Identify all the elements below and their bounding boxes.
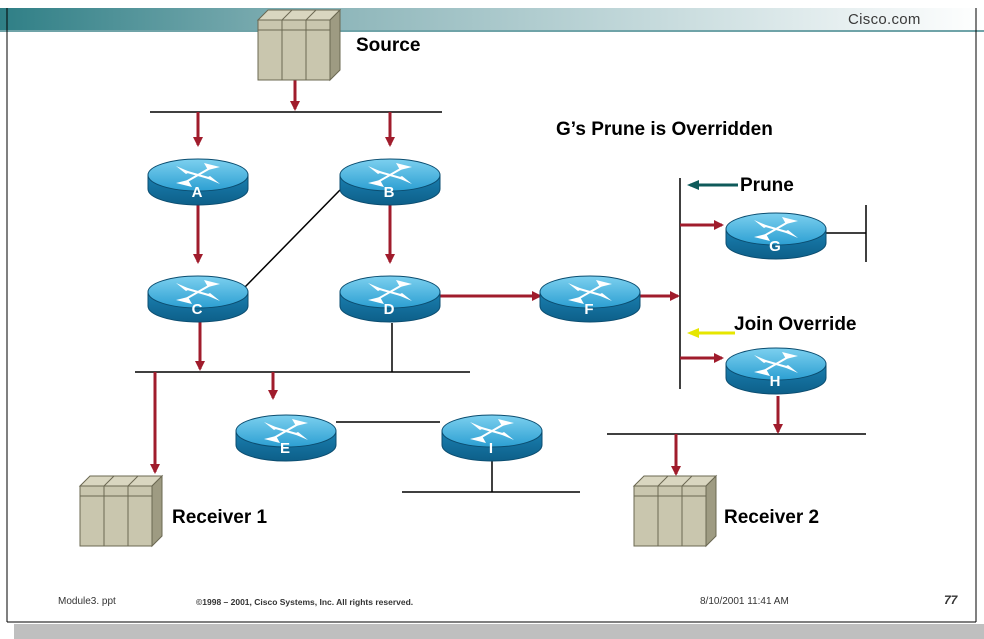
- router-g-icon: [725, 212, 827, 260]
- footer-copyright: ©1998 – 2001, Cisco Systems, Inc. All ri…: [196, 597, 414, 607]
- router-a-label: A: [191, 184, 203, 201]
- router-e-label: E: [279, 440, 290, 457]
- router-f-label: F: [584, 301, 594, 318]
- router-c-icon: [147, 275, 249, 323]
- source-label: Source: [356, 35, 421, 56]
- router-f-icon: [539, 275, 641, 323]
- header-bar: [0, 8, 984, 32]
- router-h-label: H: [769, 373, 781, 390]
- router-i-icon: [441, 414, 543, 462]
- source-server-icon: [256, 8, 342, 82]
- router-g-label: G: [769, 238, 781, 255]
- receiver1-label: Receiver 1: [172, 507, 268, 528]
- router-e-icon: [235, 414, 337, 462]
- router-a-icon: [147, 158, 249, 206]
- slide-frame: [6, 8, 984, 639]
- receiver2-server-icon: [632, 474, 718, 548]
- router-c-label: C: [191, 301, 203, 318]
- multicast-flow-arrows: [150, 80, 783, 476]
- network-links: [135, 111, 867, 493]
- diagram-title: G’s Prune is Overridden: [556, 119, 773, 140]
- router-h-icon: [725, 347, 827, 395]
- router-d-label: D: [383, 301, 395, 318]
- footer-filename: Module3. ppt: [58, 596, 116, 607]
- footer-date: 8/10/2001 11:41 AM: [700, 596, 789, 607]
- router-i-label: I: [488, 440, 494, 457]
- router-d-icon: [339, 275, 441, 323]
- router-b-icon: [339, 158, 441, 206]
- footer-page-number: 77: [944, 593, 958, 607]
- receiver2-label: Receiver 2: [724, 507, 820, 528]
- prune-label: Prune: [740, 175, 794, 196]
- router-b-label: B: [383, 184, 395, 201]
- receiver1-server-icon: [78, 474, 164, 548]
- brand-logo: Cisco.com: [848, 11, 921, 28]
- join-override-label: Join Override: [734, 314, 857, 335]
